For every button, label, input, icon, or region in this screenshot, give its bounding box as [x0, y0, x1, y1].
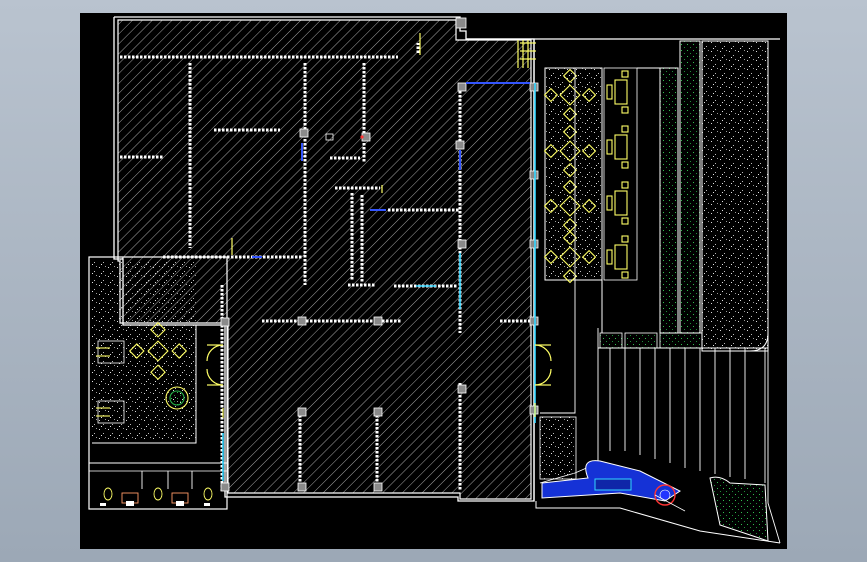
toilet-stalls [88, 471, 213, 507]
dining-tables [543, 68, 629, 284]
glazing [222, 83, 536, 481]
cad-model-viewport[interactable] [80, 13, 787, 549]
garden-bed [535, 476, 781, 544]
marker-dot [360, 135, 364, 139]
floor-plan-drawing[interactable] [80, 13, 787, 549]
structural-columns [220, 17, 539, 492]
dining-area [544, 67, 660, 333]
water-feature [539, 416, 686, 512]
planters [599, 40, 769, 352]
lounge-furniture [96, 321, 189, 424]
windows [252, 82, 530, 258]
doors [206, 33, 552, 418]
